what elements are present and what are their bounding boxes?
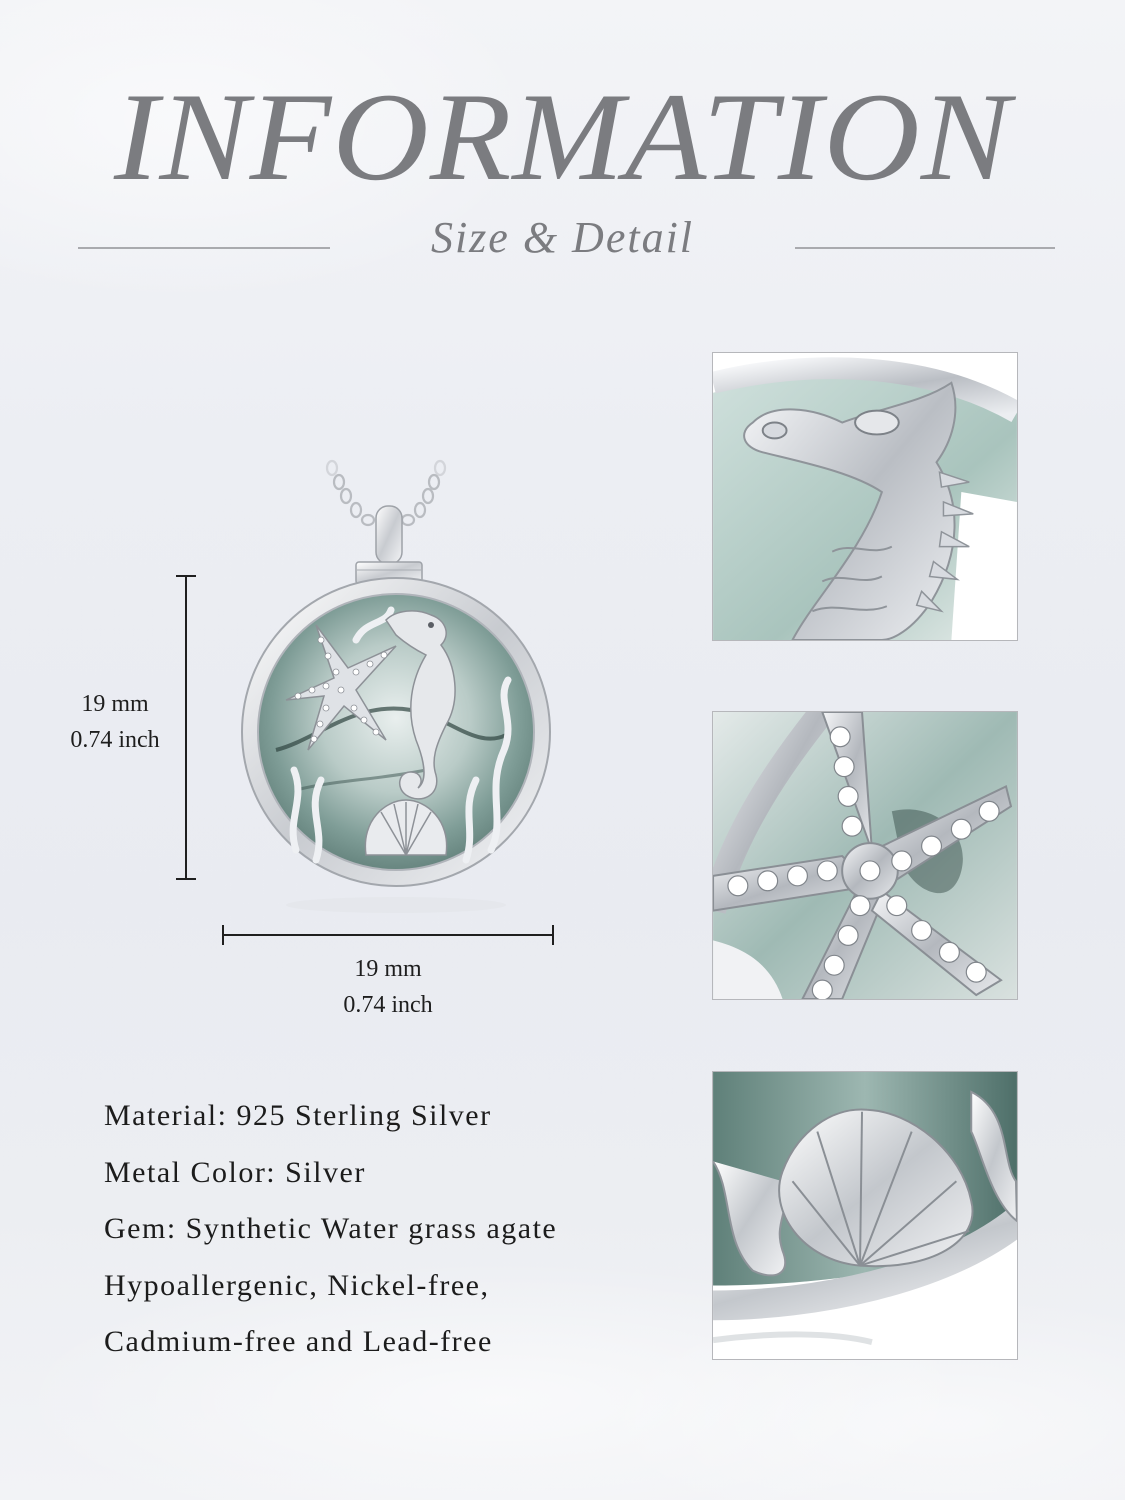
height-dimension-label: 19 mm 0.74 inch <box>40 686 190 758</box>
width-dimension-marker <box>222 925 554 945</box>
divider-left <box>78 247 330 249</box>
chain-icon <box>325 459 447 527</box>
spec-gem: Gem: Synthetic Water grass agate <box>104 1212 558 1245</box>
detail-image-seahorse <box>712 352 1018 641</box>
divider-right <box>795 247 1055 249</box>
spec-metal-free: Cadmium-free and Lead-free <box>104 1325 493 1358</box>
starfish-detail-icon <box>713 712 1017 999</box>
height-inch: 0.74 inch <box>70 727 160 753</box>
page-subtitle: Size & Detail <box>430 213 695 262</box>
spec-list: Material: 925 Sterling Silver Metal Colo… <box>104 1088 704 1371</box>
seashell-icon <box>364 799 448 856</box>
height-mm: 19 mm <box>81 691 149 717</box>
spec-hypoallergenic: Hypoallergenic, Nickel-free, <box>104 1268 490 1302</box>
seashell-detail-icon <box>713 1072 1017 1359</box>
seahorse-icon <box>385 610 456 800</box>
detail-image-seashell <box>712 1071 1018 1360</box>
detail-image-starfish <box>712 711 1018 1000</box>
pendant-image <box>236 450 556 920</box>
spec-metal-color: Metal Color: Silver <box>104 1155 366 1189</box>
seahorse-detail-icon <box>713 353 1017 640</box>
spec-material: Material: 925 Sterling Silver <box>104 1099 492 1132</box>
width-inch: 0.74 inch <box>343 992 433 1018</box>
pendant-illustration <box>241 459 551 913</box>
page-title: INFORMATION <box>113 68 1012 207</box>
subtitle-row: Size & Detail <box>0 210 1125 270</box>
width-dimension-label: 19 mm 0.74 inch <box>288 951 488 1023</box>
height-dimension-marker <box>176 575 196 880</box>
seashell-icon <box>778 1108 974 1268</box>
width-mm: 19 mm <box>354 956 422 982</box>
